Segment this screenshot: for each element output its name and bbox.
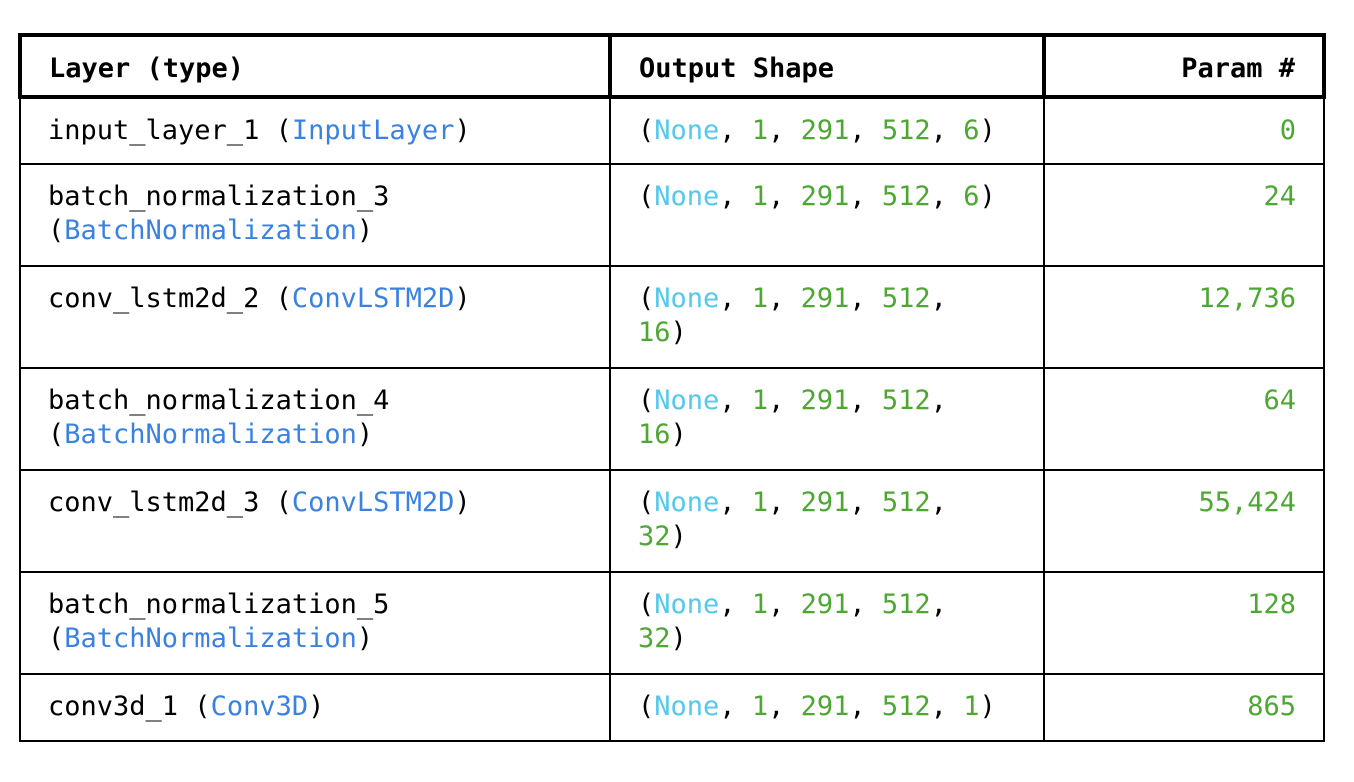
layer-cell: conv_lstm2d_2 (ConvLSTM2D) (19, 265, 611, 369)
layer-type: ConvLSTM2D (291, 283, 455, 314)
param-count-cell: 55,424 (1043, 469, 1325, 573)
shape-dim: 512 (881, 691, 931, 722)
shape-dim: 1 (751, 589, 769, 620)
layer-name: conv_lstm2d_3 (48, 487, 260, 518)
layer-cell: conv_lstm2d_3 (ConvLSTM2D) (19, 469, 611, 573)
table-row: batch_normalization_4(BatchNormalization… (19, 367, 1325, 471)
layer-cell: batch_normalization_3(BatchNormalization… (19, 163, 611, 267)
shape-none: None (654, 115, 720, 146)
output-shape-cell: (None, 1, 291, 512, 6) (609, 96, 1045, 165)
layer-name: batch_normalization_5 (48, 589, 390, 620)
output-shape-cell: (None, 1, 291, 512,16) (609, 367, 1045, 471)
shape-dim: 6 (963, 181, 980, 212)
shape-dim: 32 (638, 521, 671, 552)
shape-none: None (654, 691, 720, 722)
table-row: conv_lstm2d_2 (ConvLSTM2D) (None, 1, 291… (19, 265, 1325, 369)
table-row: conv_lstm2d_3 (ConvLSTM2D) (None, 1, 291… (19, 469, 1325, 573)
layer-name: batch_normalization_3 (48, 181, 390, 212)
param-count-cell: 128 (1043, 571, 1325, 675)
shape-dim: 512 (881, 589, 931, 620)
shape-none: None (654, 589, 720, 620)
output-shape-cell: (None, 1, 291, 512,16) (609, 265, 1045, 369)
table-row: input_layer_1 (InputLayer) (None, 1, 291… (19, 96, 1325, 165)
shape-none: None (654, 385, 720, 416)
layer-type: BatchNormalization (64, 623, 357, 654)
layer-cell: batch_normalization_4(BatchNormalization… (19, 367, 611, 471)
shape-dim: 512 (881, 385, 931, 416)
layer-name: conv_lstm2d_2 (48, 283, 260, 314)
output-shape-header: Output Shape (608, 33, 1046, 99)
shape-dim: 512 (881, 283, 931, 314)
shape-dim: 291 (800, 691, 850, 722)
output-shape-cell: (None, 1, 291, 512,32) (609, 469, 1045, 573)
param-count-header: Param # (1042, 33, 1326, 99)
param-count: 0 (1279, 115, 1296, 146)
shape-dim: 1 (751, 487, 769, 518)
output-shape-cell: (None, 1, 291, 512, 6) (609, 163, 1045, 267)
param-count-cell: 865 (1043, 673, 1325, 742)
layer-type: ConvLSTM2D (291, 487, 455, 518)
layer-type: BatchNormalization (64, 419, 357, 450)
table-row: batch_normalization_5(BatchNormalization… (19, 571, 1325, 675)
layer-type: Conv3D (210, 691, 309, 722)
param-count: 128 (1247, 589, 1296, 620)
layer-name: batch_normalization_4 (48, 385, 390, 416)
shape-dim: 1 (963, 691, 980, 722)
shape-none: None (654, 283, 720, 314)
table-row: batch_normalization_3(BatchNormalization… (19, 163, 1325, 267)
shape-dim: 16 (638, 419, 671, 450)
shape-dim: 16 (638, 317, 671, 348)
layer-cell: conv3d_1 (Conv3D) (19, 673, 611, 742)
param-count: 55,424 (1198, 487, 1296, 518)
table-header-row: Layer (type) Output Shape Param # (18, 33, 1326, 99)
param-count: 24 (1263, 181, 1296, 212)
shape-dim: 1 (751, 691, 769, 722)
shape-dim: 512 (881, 115, 931, 146)
table-row: conv3d_1 (Conv3D) (None, 1, 291, 512, 1)… (19, 673, 1325, 742)
param-count: 865 (1247, 691, 1296, 722)
shape-dim: 1 (751, 181, 769, 212)
shape-dim: 6 (963, 115, 980, 146)
output-shape-cell: (None, 1, 291, 512,32) (609, 571, 1045, 675)
shape-dim: 291 (800, 181, 850, 212)
output-shape-cell: (None, 1, 291, 512, 1) (609, 673, 1045, 742)
param-count-cell: 24 (1043, 163, 1325, 267)
shape-none: None (654, 181, 720, 212)
layer-type-header: Layer (type) (18, 33, 612, 99)
param-count: 64 (1263, 385, 1296, 416)
shape-dim: 512 (881, 181, 931, 212)
shape-dim: 1 (751, 283, 769, 314)
param-count-cell: 64 (1043, 367, 1325, 471)
shape-dim: 1 (751, 115, 769, 146)
shape-dim: 291 (800, 283, 850, 314)
layer-type: InputLayer (291, 115, 455, 146)
layer-type: BatchNormalization (64, 215, 357, 246)
shape-dim: 512 (881, 487, 931, 518)
shape-dim: 291 (800, 385, 850, 416)
shape-none: None (654, 487, 720, 518)
layer-cell: input_layer_1 (InputLayer) (19, 96, 611, 165)
param-count-cell: 12,736 (1043, 265, 1325, 369)
shape-dim: 291 (800, 589, 850, 620)
layer-cell: batch_normalization_5(BatchNormalization… (19, 571, 611, 675)
shape-dim: 291 (800, 487, 850, 518)
layer-name: input_layer_1 (48, 115, 260, 146)
param-count: 12,736 (1198, 283, 1296, 314)
model-summary-table: Layer (type) Output Shape Param # input_… (18, 33, 1326, 742)
layer-name: conv3d_1 (48, 691, 179, 722)
shape-dim: 1 (751, 385, 769, 416)
shape-dim: 32 (638, 623, 671, 654)
param-count-cell: 0 (1043, 96, 1325, 165)
shape-dim: 291 (800, 115, 850, 146)
